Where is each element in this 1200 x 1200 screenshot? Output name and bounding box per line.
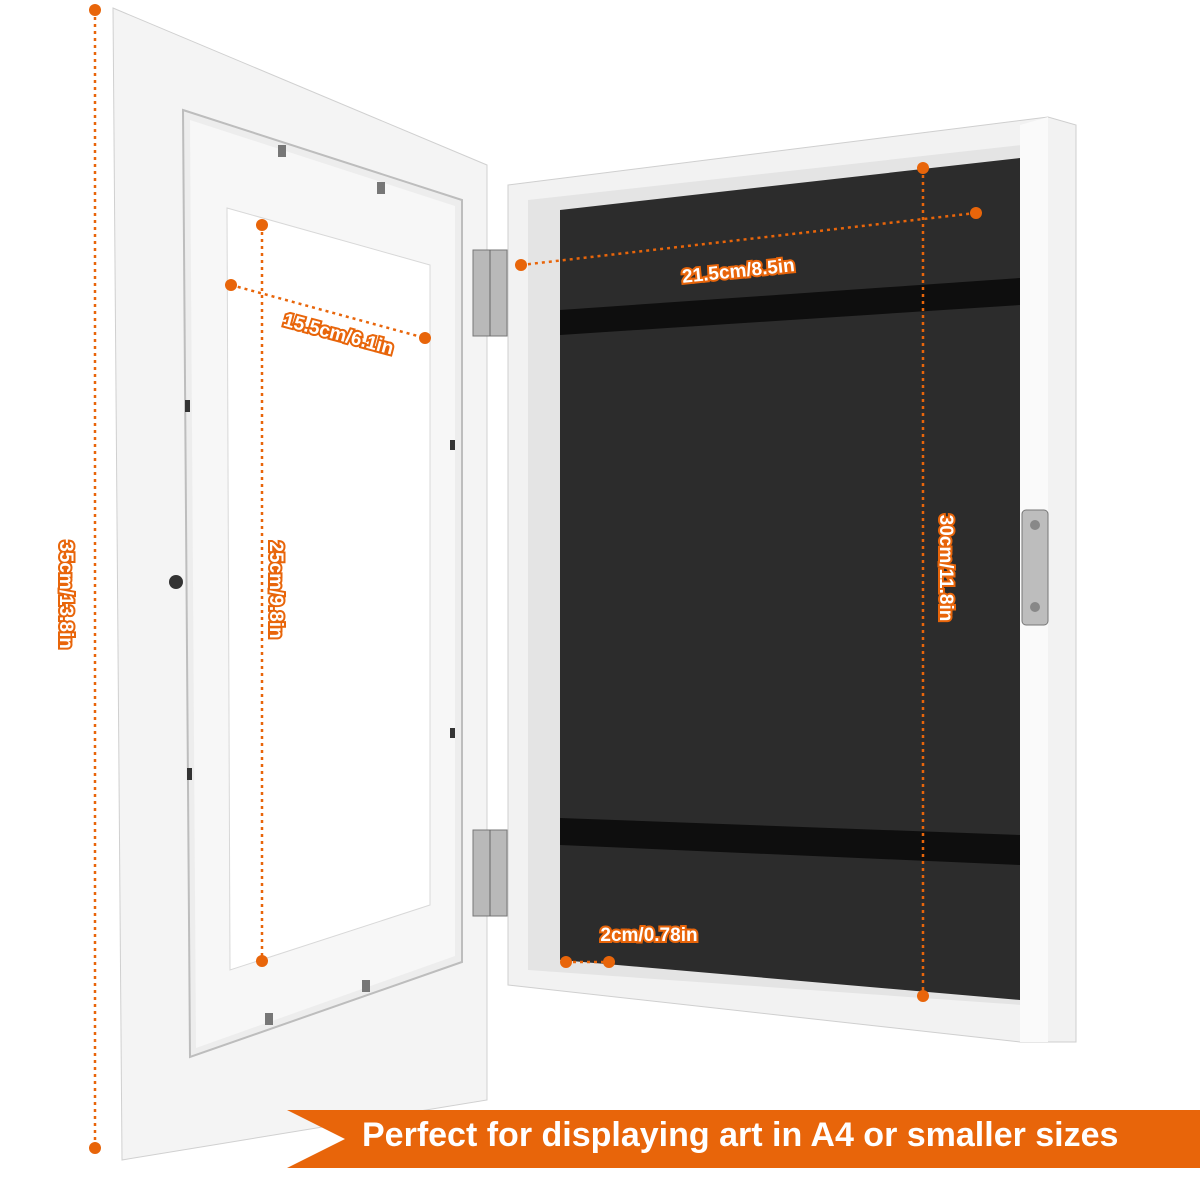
hinge-bottom — [472, 829, 508, 917]
depth-label: 2cm/0.78in — [600, 925, 697, 946]
front-door-frame — [112, 7, 488, 1161]
banner-text: Perfect for displaying art in A4 or smal… — [362, 1116, 1119, 1154]
interior-height-label: 30cm/11.8in — [935, 515, 956, 622]
magnetic-latch — [1021, 509, 1049, 626]
banner-background — [287, 1110, 1200, 1168]
hinge-top — [472, 249, 508, 337]
opening-height-label: 25cm/9.8in — [265, 541, 286, 638]
overall-height-label: 35cm/13.8in — [55, 541, 76, 649]
shadow-box — [507, 116, 1077, 1043]
dimension-annotations — [89, 4, 982, 1154]
